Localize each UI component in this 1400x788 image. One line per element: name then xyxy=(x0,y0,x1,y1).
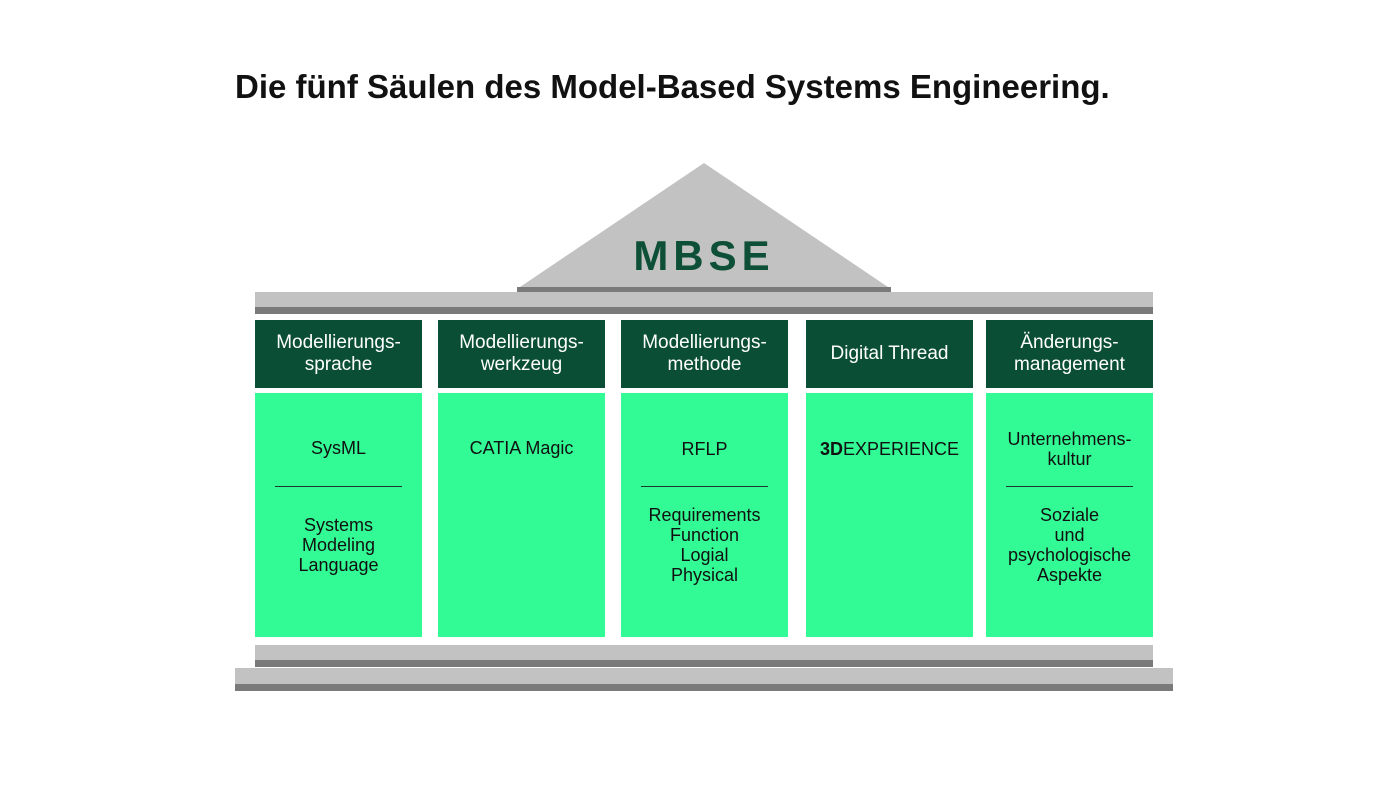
pillar-heading-modellierungswerkzeug: Modellierungs- werkzeug xyxy=(438,320,605,388)
pillar-heading-digital-thread: Digital Thread xyxy=(806,320,973,388)
pillar-body-modellierungswerkzeug: CATIA Magic xyxy=(438,393,605,637)
pillar-divider xyxy=(275,486,402,487)
pillar-heading-modellierungsmethode: Modellierungs- methode xyxy=(621,320,788,388)
page-title: Die fünf Säulen des Model-Based Systems … xyxy=(235,68,1110,105)
pillar-main-text: 3DEXPERIENCE xyxy=(806,439,973,459)
pillar-body-modellierungsmethode: RFLP Requirements Function Logial Physic… xyxy=(621,393,788,637)
pillar-body-aenderungsmanagement: Unternehmens- kultur Soziale und psychol… xyxy=(986,393,1153,637)
pillar-heading-modellierungssprache: Modellierungs- sprache xyxy=(255,320,422,388)
base-step-lower xyxy=(235,668,1173,684)
pillar-main-text: CATIA Magic xyxy=(469,438,574,458)
roof-label: MBSE xyxy=(633,232,775,279)
entablature-bottom xyxy=(255,307,1153,314)
base-step-lower-shadow xyxy=(235,684,1173,691)
pillar-detail-text: Systems Modeling Language xyxy=(298,515,379,575)
entablature-top xyxy=(255,292,1153,307)
pillar-body-modellierungssprache: SysML Systems Modeling Language xyxy=(255,393,422,637)
base-step-upper-shadow xyxy=(255,660,1153,667)
pillar-detail-text: Soziale und psychologische Aspekte xyxy=(1007,505,1132,585)
pillar-divider xyxy=(641,486,768,487)
pillar-divider xyxy=(1006,486,1133,487)
brand-experience-suffix: EXPERIENCE xyxy=(842,439,960,459)
roof-base-line xyxy=(517,287,891,292)
base-step-upper xyxy=(255,645,1153,660)
pillar-body-digital-thread: 3DEXPERIENCE xyxy=(806,393,973,637)
pillar-main-text: SysML xyxy=(310,438,366,458)
pillar-detail-text: Requirements Function Logial Physical xyxy=(648,505,761,585)
pillar-main-text: Unternehmens- kultur xyxy=(1007,429,1132,469)
brand-3d-prefix: 3D xyxy=(819,439,843,459)
pillar-main-text: RFLP xyxy=(681,439,728,459)
pillar-heading-aenderungsmanagement: Änderungs- management xyxy=(986,320,1153,388)
